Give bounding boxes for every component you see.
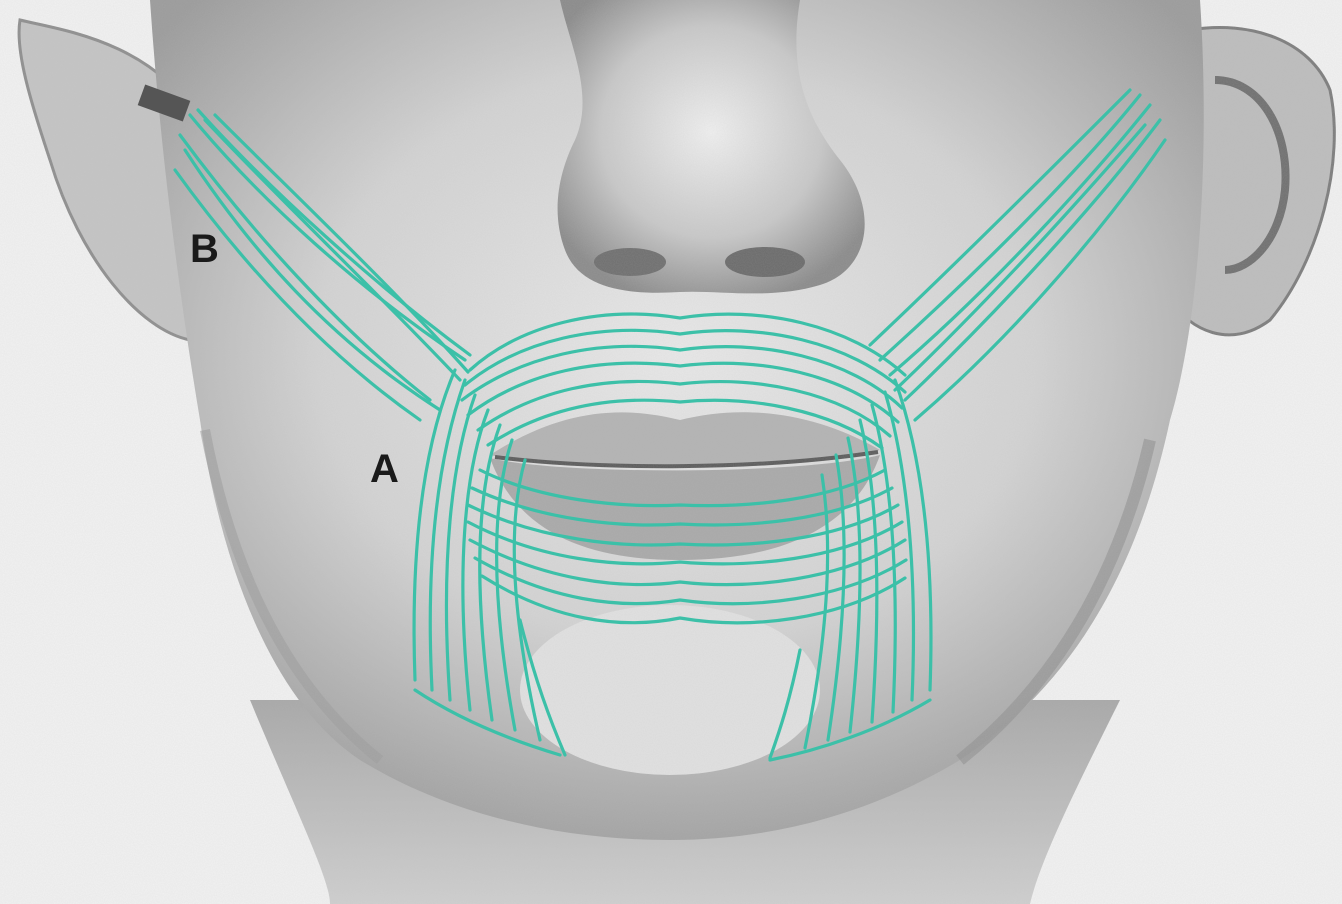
label-b: B <box>190 227 219 271</box>
label-a: A <box>370 447 399 491</box>
